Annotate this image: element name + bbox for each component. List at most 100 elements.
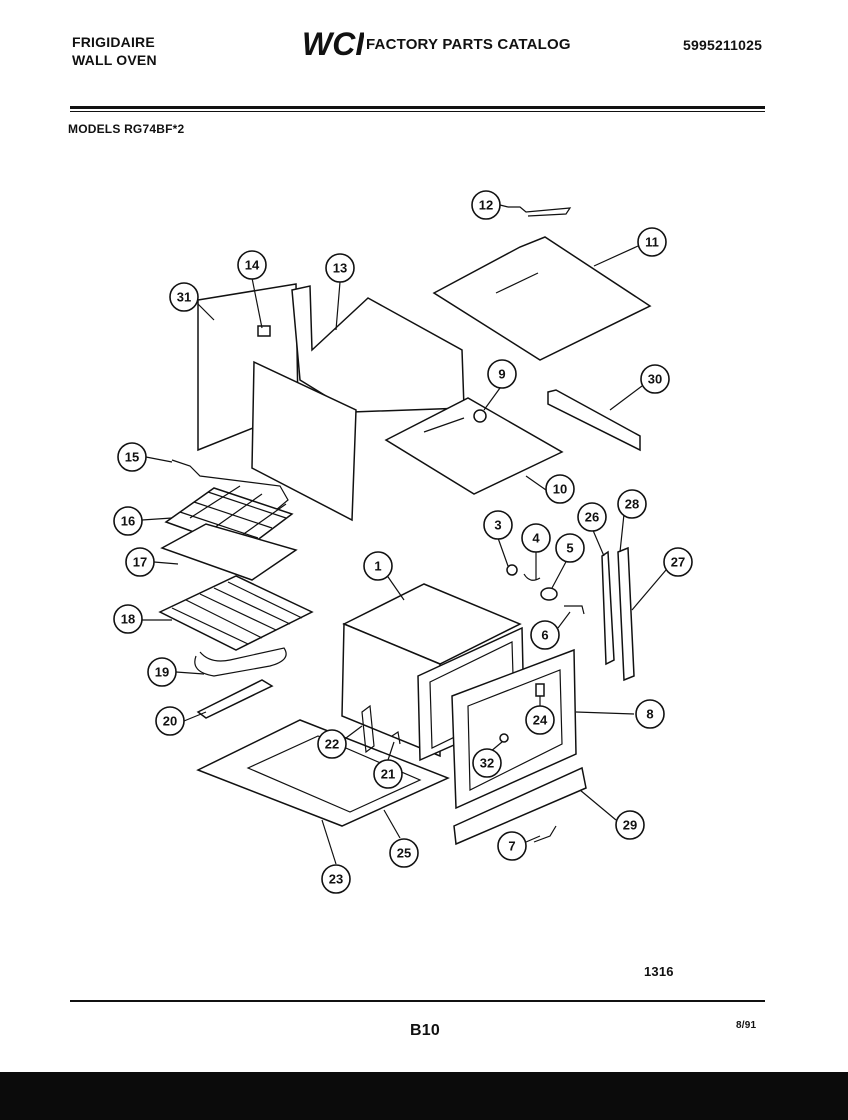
part-6-drawing [564, 605, 585, 615]
part-1-side-drawing [341, 622, 441, 758]
part-15-drawing [171, 459, 289, 511]
svg-text:16: 16 [121, 514, 135, 529]
svg-text:29: 29 [623, 818, 637, 833]
svg-text:7: 7 [508, 839, 515, 854]
callout-14: 14 [237, 250, 267, 280]
callout-18: 18 [113, 604, 143, 634]
callout-23: 23 [321, 864, 351, 894]
part-32-drawing [499, 733, 509, 743]
svg-text:11: 11 [645, 235, 659, 250]
part-16-grid [179, 485, 287, 539]
part-20-drawing [196, 679, 274, 719]
svg-text:17: 17 [133, 555, 147, 570]
callout-19: 19 [147, 657, 177, 687]
callout-7: 7 [497, 831, 527, 861]
svg-text:18: 18 [121, 612, 135, 627]
svg-text:31: 31 [177, 290, 191, 305]
part-11-drawing [432, 236, 652, 361]
part-25-inner [246, 735, 422, 813]
svg-text:4: 4 [532, 531, 540, 546]
wci-logo: WCI [302, 26, 364, 60]
part-23-drawing [196, 719, 450, 827]
part-30-drawing [547, 389, 641, 452]
svg-text:10: 10 [553, 482, 567, 497]
catalog-number: 5995211025 [683, 37, 763, 53]
svg-text:23: 23 [329, 872, 343, 887]
catalog-title: FACTORY PARTS CATALOG [366, 36, 571, 53]
publication-date: 8/91 [736, 1020, 757, 1031]
callout-24: 24 [525, 705, 555, 735]
callout-12: 12 [471, 190, 501, 220]
part-10-slot [423, 417, 465, 433]
svg-text:8: 8 [646, 707, 653, 722]
callout-17: 17 [125, 547, 155, 577]
callout-11: 11 [637, 227, 667, 257]
header-rule-thin [70, 111, 765, 112]
brand-name: FRIGIDAIRE [72, 34, 155, 50]
part-5-drawing [540, 587, 558, 601]
part-19-drawing [194, 647, 287, 677]
figure-number: 1316 [644, 964, 674, 979]
part-18-grid [171, 581, 303, 645]
svg-text:25: 25 [397, 846, 411, 861]
callout-15: 15 [117, 442, 147, 472]
callout-16: 16 [113, 506, 143, 536]
svg-text:6: 6 [541, 628, 548, 643]
callout-13: 13 [325, 253, 355, 283]
part-13-back-drawing [291, 285, 465, 413]
svg-text:20: 20 [163, 714, 177, 729]
callout-22: 22 [317, 729, 347, 759]
callout-25: 25 [389, 838, 419, 868]
svg-text:12: 12 [479, 198, 493, 213]
part-7-drawing [533, 825, 557, 843]
svg-text:32: 32 [480, 756, 494, 771]
callout-32: 32 [472, 748, 502, 778]
part-27-drawing [617, 546, 635, 682]
part-13-side-drawing [251, 360, 357, 522]
part-9-drawing [473, 409, 487, 423]
svg-text:5: 5 [566, 541, 573, 556]
svg-text:1: 1 [374, 559, 381, 574]
scan-border [0, 1072, 848, 1120]
callout-5: 5 [555, 533, 585, 563]
part-17-drawing [160, 523, 298, 581]
svg-text:22: 22 [325, 737, 339, 752]
header-rule-thick [70, 106, 765, 109]
callout-28: 28 [617, 489, 647, 519]
part-14-drawing [257, 325, 271, 337]
svg-text:15: 15 [125, 450, 139, 465]
svg-text:14: 14 [245, 258, 260, 273]
svg-text:26: 26 [585, 510, 599, 525]
callout-31: 31 [169, 282, 199, 312]
callout-10: 10 [545, 474, 575, 504]
part-10-drawing [384, 397, 564, 495]
part-26-drawing [601, 550, 615, 666]
models-label: MODELS RG74BF*2 [68, 122, 185, 136]
part-3-drawing [506, 564, 518, 576]
svg-text:9: 9 [498, 367, 505, 382]
svg-text:30: 30 [648, 372, 662, 387]
callout-29: 29 [615, 810, 645, 840]
callout-20: 20 [155, 706, 185, 736]
page-number: B10 [410, 1022, 440, 1039]
part-29-drawing [453, 766, 587, 846]
svg-text:24: 24 [533, 713, 548, 728]
callout-4: 4 [521, 523, 551, 553]
svg-text:19: 19 [155, 665, 169, 680]
callout-6: 6 [530, 620, 560, 650]
callout-8: 8 [635, 699, 665, 729]
svg-text:28: 28 [625, 497, 639, 512]
callout-30: 30 [640, 364, 670, 394]
svg-text:3: 3 [494, 518, 501, 533]
part-11-slot [495, 272, 539, 294]
part-12-drawing [508, 206, 572, 217]
svg-text:13: 13 [333, 261, 347, 276]
logo-text: WCI [302, 26, 364, 60]
part-8-window [467, 669, 563, 791]
product-type: WALL OVEN [72, 52, 157, 68]
part-18-drawing [158, 575, 314, 651]
leader-lines [141, 204, 667, 865]
part-22-drawing [361, 704, 375, 754]
part-21-drawing [391, 730, 401, 745]
callout-3: 3 [483, 510, 513, 540]
